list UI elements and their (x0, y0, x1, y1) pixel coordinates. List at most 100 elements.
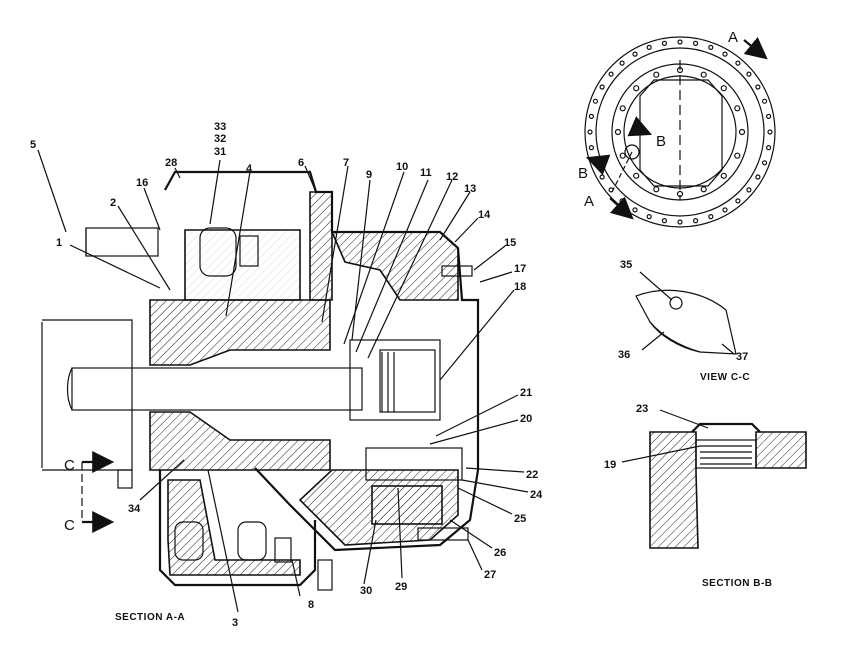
callout-11: 11 (420, 167, 432, 179)
bolt-hole (765, 145, 772, 151)
callout-6: 6 (298, 157, 304, 169)
bolt-hole (619, 105, 626, 112)
bolt-hole (619, 60, 625, 66)
callout-36: 36 (618, 349, 630, 361)
callout-10: 10 (396, 161, 408, 173)
bolt-hole (765, 113, 772, 120)
callout-24: 24 (530, 489, 543, 501)
bolt-hole (661, 40, 668, 47)
bolt-hole (646, 44, 652, 51)
section-aa-drawing (41, 170, 480, 591)
bolt-hole (708, 44, 714, 51)
bolt-hole (734, 105, 741, 112)
bolt-hole (700, 71, 707, 78)
bolt-hole (661, 218, 668, 224)
bolt-hole (734, 152, 741, 159)
bolt-hole (592, 98, 599, 104)
bolt-hole (632, 207, 638, 213)
callout-29: 29 (395, 581, 407, 593)
bolt-hole (599, 174, 605, 180)
bolt-hole (767, 129, 773, 135)
callout-37: 37 (736, 351, 748, 363)
callout-12: 12 (446, 171, 458, 183)
bolt-hole (761, 98, 768, 104)
callout-35: 35 (620, 259, 632, 271)
section-mark-c-bottom: C (64, 517, 75, 534)
callout-1: 1 (56, 237, 62, 249)
bolt-hole (738, 128, 746, 136)
callout-21: 21 (520, 387, 532, 399)
bolt-hole (619, 152, 626, 159)
callout-22: 22 (526, 469, 538, 481)
bolt-hole (646, 214, 652, 220)
callout-27: 27 (484, 569, 496, 581)
section-bb-caption: SECTION B-B (702, 578, 773, 589)
callout-8: 8 (308, 599, 314, 611)
callout-25: 25 (514, 513, 526, 525)
bolt-hole (588, 113, 595, 120)
section-bb-callouts: 23 19 (604, 403, 648, 471)
bolt-hole (614, 128, 622, 136)
bolt-hole (720, 172, 727, 179)
bolt-hole (700, 186, 707, 193)
bolt-hole (653, 71, 660, 78)
bolt-hole (619, 198, 625, 204)
section-aa-caption: SECTION A-A (115, 612, 185, 623)
leader-lines (37, 149, 529, 613)
bolt-hole (722, 207, 728, 213)
callout-9: 9 (366, 169, 372, 181)
callout-7: 7 (343, 157, 349, 169)
callout-5: 5 (30, 139, 36, 151)
bolt-hole (677, 219, 683, 225)
bolt-hole (722, 51, 728, 57)
callout-31: 31 (214, 146, 226, 158)
view-cc-callouts: 35 36 37 (618, 259, 748, 363)
bolt-hole (692, 40, 699, 47)
callout-28: 28 (165, 157, 177, 169)
callout-15: 15 (504, 237, 516, 249)
section-aa-callouts: 5 1 2 16 28 33 32 31 4 6 7 9 10 11 12 13… (30, 121, 543, 629)
top-view-mark-a-bottom: A (584, 193, 594, 210)
bolt-hole (608, 71, 614, 77)
callout-4: 4 (246, 163, 253, 175)
section-bb-drawing (621, 409, 807, 549)
callout-13: 13 (464, 183, 476, 195)
callout-3: 3 (232, 617, 238, 629)
bolt-hole (677, 39, 683, 45)
callout-30: 30 (360, 585, 372, 597)
bolt-hole (735, 60, 741, 66)
callout-26: 26 (494, 547, 506, 559)
callout-16: 16 (136, 177, 148, 189)
bolt-hole (746, 71, 752, 77)
bolt-hole (746, 187, 752, 193)
top-view-mark-a-top: A (728, 29, 738, 46)
bolt-hole (632, 51, 638, 57)
bolt-hole (599, 84, 605, 90)
bolt-hole (708, 214, 714, 220)
bolt-hole (755, 174, 761, 180)
callout-33: 33 (214, 121, 226, 133)
bolt-hole (755, 84, 761, 90)
bolt-hole (653, 186, 660, 193)
bolt-hole (720, 85, 727, 92)
section-mark-c-top: C (64, 457, 75, 474)
callout-32: 32 (214, 133, 226, 145)
callout-23-bb: 23 (636, 403, 648, 415)
top-view-drawing (584, 36, 776, 228)
callout-2: 2 (110, 197, 116, 209)
top-view-mark-b-left: B (578, 165, 588, 182)
bolt-hole (761, 160, 768, 166)
bolt-hole (587, 129, 593, 135)
bolt-hole (633, 85, 640, 92)
bolt-hole (633, 172, 640, 179)
callout-19: 19 (604, 459, 616, 471)
callout-14: 14 (478, 209, 491, 221)
callout-17: 17 (514, 263, 526, 275)
view-cc-drawing (635, 271, 737, 355)
callout-34: 34 (128, 503, 141, 515)
callout-20: 20 (520, 413, 532, 425)
top-view-mark-b-inner: B (656, 133, 666, 150)
bolt-hole (588, 145, 595, 151)
bolt-hole (735, 198, 741, 204)
